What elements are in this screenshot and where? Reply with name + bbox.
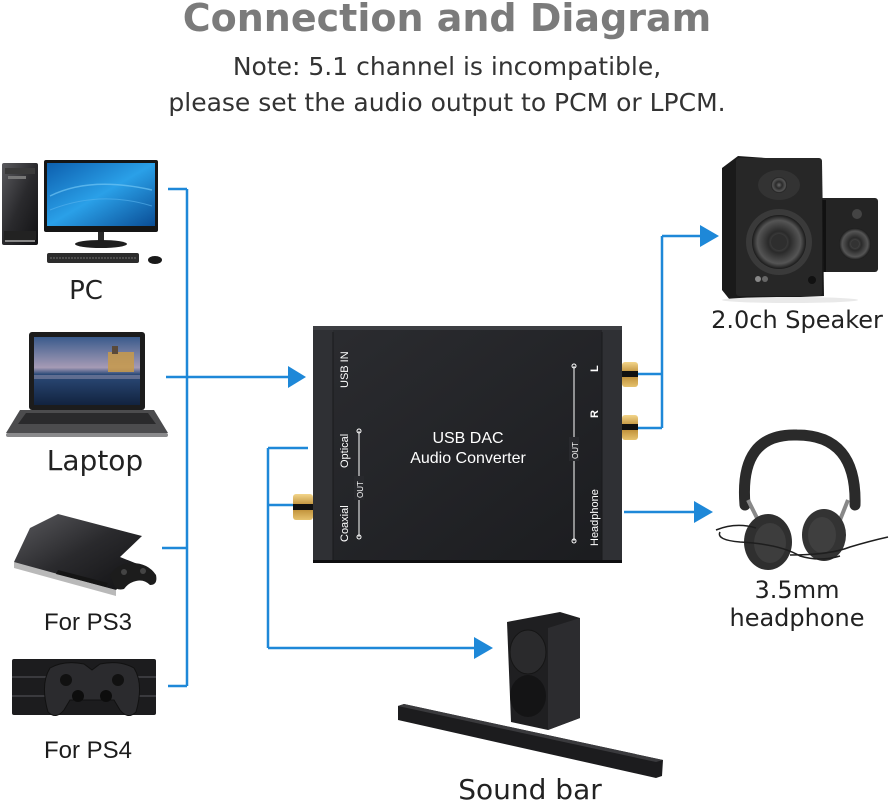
arrow-to-usb-in-icon (288, 366, 306, 388)
ps4-console-icon (12, 659, 156, 716)
channel-l-label: L (589, 365, 601, 372)
pc-label: PC (69, 276, 103, 306)
ps4-label: For PS4 (43, 737, 133, 764)
device-name-line-2: Audio Converter (410, 450, 526, 467)
arrow-to-speakers-icon (700, 225, 719, 247)
note-line-2: please set the audio output to PCM or LP… (168, 88, 726, 117)
soundbar-icon (398, 612, 663, 778)
connector-lines (162, 187, 702, 688)
arrow-to-headphone-icon (694, 501, 713, 523)
note-line-1: Note: 5.1 channel is incompatible, (232, 52, 662, 81)
usb-dac-device (313, 326, 622, 563)
arrow-to-soundbar-icon (474, 637, 493, 659)
channel-r-label: R (589, 410, 601, 418)
arrowheads (288, 225, 719, 659)
speaker-label: 2.0ch Speaker (711, 306, 883, 334)
optical-coax-out-label: OUT (356, 481, 365, 498)
ps3-label: For PS3 (43, 609, 133, 636)
device-name-line-1: USB DAC (432, 430, 503, 447)
headphone-port-label: Headphone (589, 489, 601, 546)
headphones-icon (715, 429, 889, 570)
laptop-icon (6, 332, 168, 437)
headphone-label-line-2: headphone (729, 604, 865, 632)
coaxial-jack-icon (293, 494, 313, 520)
soundbar-label: Sound bar (458, 773, 602, 806)
rca-right-jack-icon (622, 415, 638, 440)
desktop-pc-icon (2, 160, 162, 264)
laptop-label: Laptop (46, 444, 144, 477)
headphone-label-line-1: 3.5mm (754, 576, 840, 604)
coaxial-label: Coaxial (339, 505, 351, 542)
rca-out-label: OUT (571, 442, 580, 459)
rca-left-jack-icon (622, 362, 638, 387)
optical-label: Optical (339, 434, 351, 468)
ps3-console-icon (14, 514, 157, 596)
diagram-title: Connection and Diagram (182, 0, 712, 40)
usb-in-label: USB IN (339, 351, 351, 388)
speakers-icon (722, 156, 878, 303)
